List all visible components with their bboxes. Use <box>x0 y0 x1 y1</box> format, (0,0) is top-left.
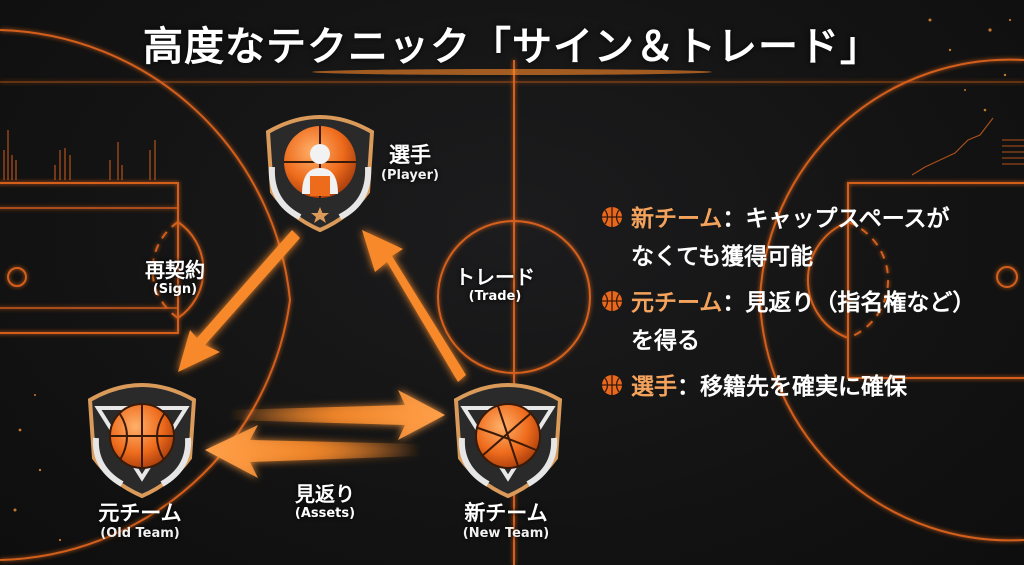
edge-assets-label: 見返り (Assets) <box>270 482 380 522</box>
edge-trade-label: トレード (Trade) <box>430 265 560 305</box>
new-team-badge-icon <box>453 383 563 499</box>
list-item: 元チーム：見返り（指名権など） を得る <box>601 284 1021 360</box>
bullet-highlight: 選手 <box>631 374 677 400</box>
basketball-icon <box>602 207 622 227</box>
node-new-team-label: 新チーム (New Team) <box>436 500 576 542</box>
old-team-badge-icon <box>87 383 197 499</box>
bullet-text: ：見返り（指名権など） <box>722 290 976 316</box>
new-team-label-en: (New Team) <box>462 526 550 541</box>
old-team-label-jp: 元チーム <box>98 501 182 525</box>
sign-label-en: (Sign) <box>152 282 198 297</box>
assets-arrow-right <box>230 390 445 440</box>
node-old-team-label: 元チーム (Old Team) <box>70 500 210 542</box>
sign-arrow <box>178 230 300 372</box>
player-label-jp: 選手 <box>389 143 431 167</box>
player-label-en: (Player) <box>381 168 439 183</box>
new-team-label-jp: 新チーム <box>464 501 548 525</box>
basketball-icon <box>602 375 622 395</box>
bullet-text: ：移籍先を確実に確保 <box>677 374 907 400</box>
player-badge-icon <box>265 115 375 233</box>
sign-label-jp: 再契約 <box>145 258 205 282</box>
page-title: 高度なテクニック「サイン＆トレード」 <box>143 24 881 70</box>
trade-arrow <box>362 230 466 382</box>
benefits-list: 新チーム：キャップスペースがなくても獲得可能 元チーム：見返り（指名権など） を得… <box>601 200 1021 414</box>
assets-arrow-left <box>205 425 420 478</box>
old-team-label-en: (Old Team) <box>100 526 180 541</box>
bullet-text-cont: を得る <box>631 328 700 354</box>
basketball-icon <box>602 291 622 311</box>
assets-label-jp: 見返り <box>295 482 355 506</box>
list-item: 新チーム：キャップスペースがなくても獲得可能 <box>601 200 1021 276</box>
trade-label-jp: トレード <box>455 265 535 289</box>
bullet-highlight: 元チーム <box>631 290 723 316</box>
bullet-highlight: 新チーム <box>631 206 723 232</box>
bullet-text-cont: なくても獲得可能 <box>631 244 814 270</box>
list-item: 選手：移籍先を確実に確保 <box>601 368 1021 406</box>
trade-label-en: (Trade) <box>468 289 522 304</box>
edge-sign-label: 再契約 (Sign) <box>120 258 230 298</box>
assets-label-en: (Assets) <box>294 506 356 521</box>
node-player-label: 選手 (Player) <box>370 142 450 184</box>
bullet-text: ：キャップスペースが <box>722 206 950 232</box>
